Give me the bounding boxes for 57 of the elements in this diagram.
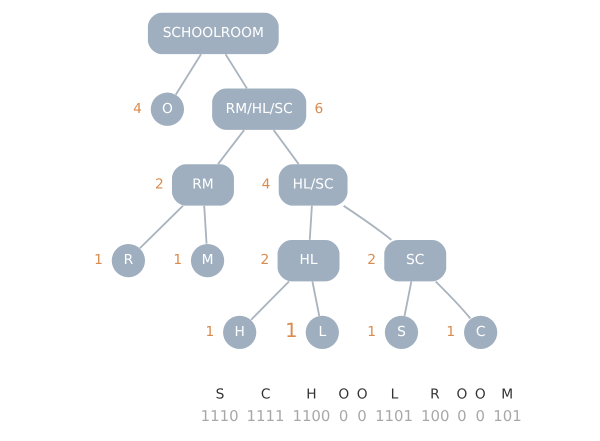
- label: R: [430, 386, 440, 402]
- connector: [272, 129, 299, 165]
- node-box: HL/SC: [278, 164, 348, 206]
- node-label: 1: [172, 252, 182, 268]
- node-circle: L: [305, 316, 338, 350]
- node-label: 2: [260, 252, 269, 268]
- node-circle: C: [464, 316, 497, 350]
- node-label: 1: [204, 324, 214, 340]
- connector: [202, 206, 207, 244]
- label: 1110: [200, 407, 238, 426]
- connector: [403, 281, 412, 316]
- node-label: 1: [94, 252, 102, 268]
- node-label: 6: [314, 100, 323, 117]
- label: O: [338, 386, 349, 402]
- node-circle: O: [150, 92, 184, 126]
- connector: [138, 205, 184, 249]
- label: 1111: [246, 407, 284, 426]
- connector: [250, 280, 290, 320]
- node-box: HL: [277, 240, 340, 282]
- node-box: SCHOOLROOM: [147, 12, 278, 54]
- node-label: 1: [284, 319, 298, 342]
- connector: [434, 280, 471, 320]
- label: 0: [338, 407, 348, 426]
- label: 1101: [374, 407, 413, 426]
- label: O: [456, 386, 467, 402]
- label: L: [390, 386, 398, 402]
- label: M: [500, 386, 513, 402]
- label: 0: [474, 407, 484, 426]
- connector: [308, 206, 312, 240]
- node-box: SC: [384, 240, 446, 282]
- connector: [174, 54, 202, 96]
- label: O: [474, 386, 486, 402]
- node-label: 2: [366, 252, 376, 268]
- node-circle: H: [222, 316, 256, 350]
- label: 0: [456, 407, 466, 426]
- node-label: 1: [366, 324, 376, 340]
- label: H: [306, 386, 316, 402]
- label: 1100: [292, 407, 330, 426]
- node-label: 2: [154, 176, 164, 192]
- connector: [342, 205, 392, 240]
- node-box: RM: [171, 164, 234, 206]
- connector: [311, 281, 320, 316]
- node-box: RM/HL/SC: [212, 88, 306, 130]
- node-label: 1: [446, 324, 455, 340]
- connector: [224, 54, 248, 89]
- label: O: [356, 386, 368, 402]
- label: C: [260, 386, 270, 402]
- label: 0: [356, 407, 366, 426]
- label: S: [215, 386, 224, 402]
- label: 101: [492, 407, 522, 426]
- node-circle: S: [384, 316, 418, 350]
- node-label: 4: [261, 176, 270, 192]
- node-label: 4: [132, 100, 142, 117]
- connector: [216, 129, 244, 165]
- label: 100: [420, 407, 449, 426]
- node-circle: R: [111, 244, 145, 278]
- node-circle: M: [190, 244, 224, 278]
